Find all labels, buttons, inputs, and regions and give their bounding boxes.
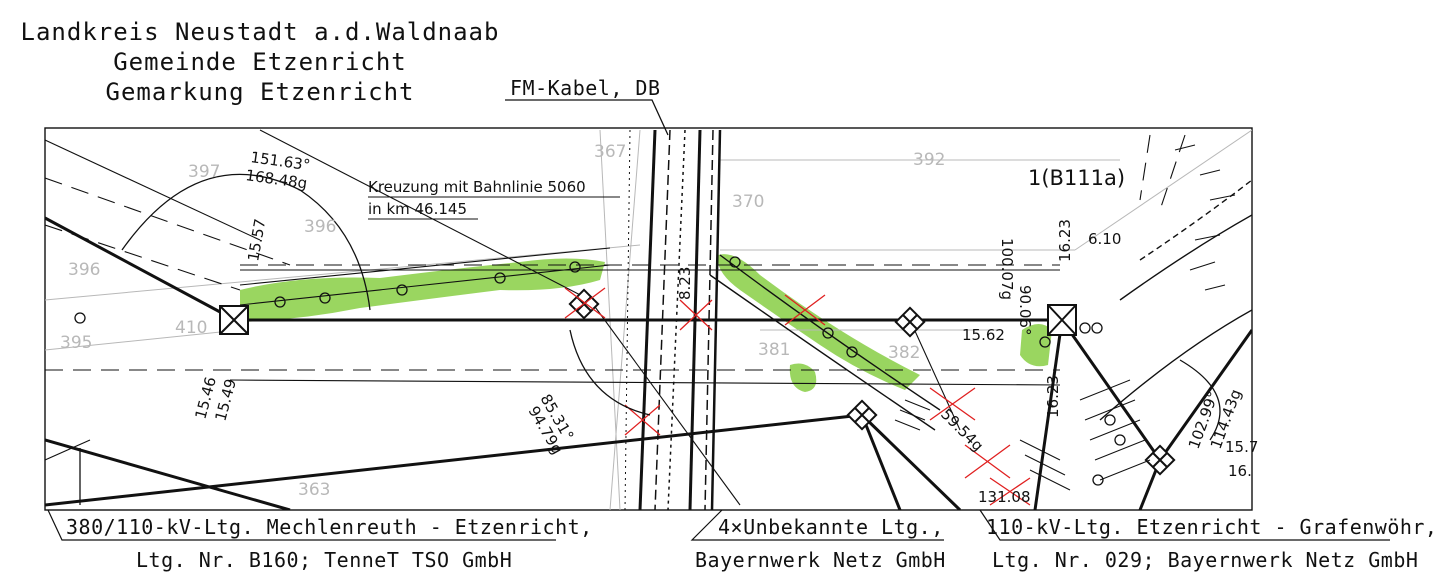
- dim-16-23: 16.23: [1056, 219, 1074, 262]
- mast-diamond-2: [894, 306, 926, 338]
- dim-15-62: 15.62: [962, 326, 1005, 344]
- angle-59-54: 59.54g: [937, 405, 987, 455]
- dim-16-23-lower: 16.23: [1044, 375, 1062, 418]
- dim-16: 16.: [1228, 462, 1252, 480]
- site-plan: 397 396 396 410 395 367 370 392 381 382 …: [44, 99, 1390, 541]
- caption-leaders: [47, 509, 1390, 541]
- header-cadastral: Gemarkung Etzenricht: [105, 78, 415, 106]
- mast-pylon-b111a: [1047, 304, 1077, 336]
- vegetation-patch-lower: [789, 363, 817, 392]
- parcel-397: 397: [188, 162, 220, 182]
- mast-left: [219, 305, 249, 335]
- caption-mid-line1: 4×Unbekannte Ltg.,: [718, 515, 944, 539]
- kreuzung-callout: Kreuzung mit Bahnlinie 5060 in km 46.145: [368, 178, 620, 220]
- parcel-367: 367: [594, 142, 626, 162]
- caption-right-line1: 110-kV-Ltg. Etzenricht - Grafenwöhr,: [986, 515, 1437, 539]
- vegetation-patch-right: [1020, 324, 1052, 367]
- tree-symbols: [74, 256, 1126, 486]
- vegetation-strip-left: [240, 258, 605, 322]
- angle-131-08: 131.08: [978, 488, 1031, 506]
- dim-15-7: 15.7: [1225, 438, 1258, 456]
- road-right: [709, 179, 1252, 431]
- parcel-382: 382: [888, 343, 920, 363]
- caption-mid-line2: Bayernwerk Netz GmbH: [695, 548, 946, 572]
- dimension-labels: 151.63° 168.48g 15.57 15.46 15.49 85.31°…: [191, 148, 1258, 506]
- dense-linework-right: [894, 144, 1236, 491]
- parcel-381: 381: [758, 340, 790, 360]
- parcel-labels: 397 396 396 410 395 367 370 392 381 382 …: [60, 142, 945, 500]
- angle-100-07: 100.07g: [998, 238, 1016, 300]
- mast-lower-right: [1144, 444, 1176, 476]
- angle-90-06: 90.06°: [1016, 285, 1034, 335]
- header-district: Landkreis Neustadt a.d.Waldnaab: [20, 18, 500, 46]
- parcel-410: 410: [175, 318, 207, 338]
- parcel-396-upper: 396: [304, 217, 336, 237]
- power-lines-main: [45, 216, 1252, 510]
- caption-right-line2: Ltg. Nr. 029; Bayernwerk Netz GmbH: [992, 548, 1419, 572]
- caption-left-line1: 380/110-kV-Ltg. Mechlenreuth - Etzenrich…: [66, 515, 593, 539]
- parcel-boundaries: [45, 129, 1252, 510]
- parcel-392: 392: [913, 150, 945, 170]
- dim-8-23: 8.23: [676, 267, 694, 300]
- dim-6-10: 6.10: [1088, 230, 1121, 248]
- vegetation-strip-middle: [717, 254, 920, 390]
- caption-left-line2: Ltg. Nr. B160; TenneT TSO GmbH: [136, 548, 513, 572]
- parcel-370: 370: [732, 192, 764, 212]
- callout-leader-fm: [505, 99, 669, 136]
- angle-arcs: [79, 173, 1221, 505]
- drawing-frame: [44, 127, 1253, 511]
- kreuzung-line2: in km 46.145: [368, 200, 467, 218]
- mast-lower-middle: [846, 399, 878, 431]
- vegetation-areas: [240, 254, 1052, 392]
- pylon-label: 1(B111a): [1028, 166, 1125, 190]
- crossing-marks: [564, 287, 1031, 506]
- callout-fm-kabel: FM-Kabel, DB: [510, 76, 661, 100]
- header-municipality: Gemeinde Etzenricht: [113, 48, 407, 76]
- parcel-395: 395: [60, 333, 92, 353]
- parcel-396-left: 396: [68, 260, 100, 280]
- parcel-363: 363: [298, 480, 330, 500]
- kreuzung-line1: Kreuzung mit Bahnlinie 5060: [368, 178, 586, 196]
